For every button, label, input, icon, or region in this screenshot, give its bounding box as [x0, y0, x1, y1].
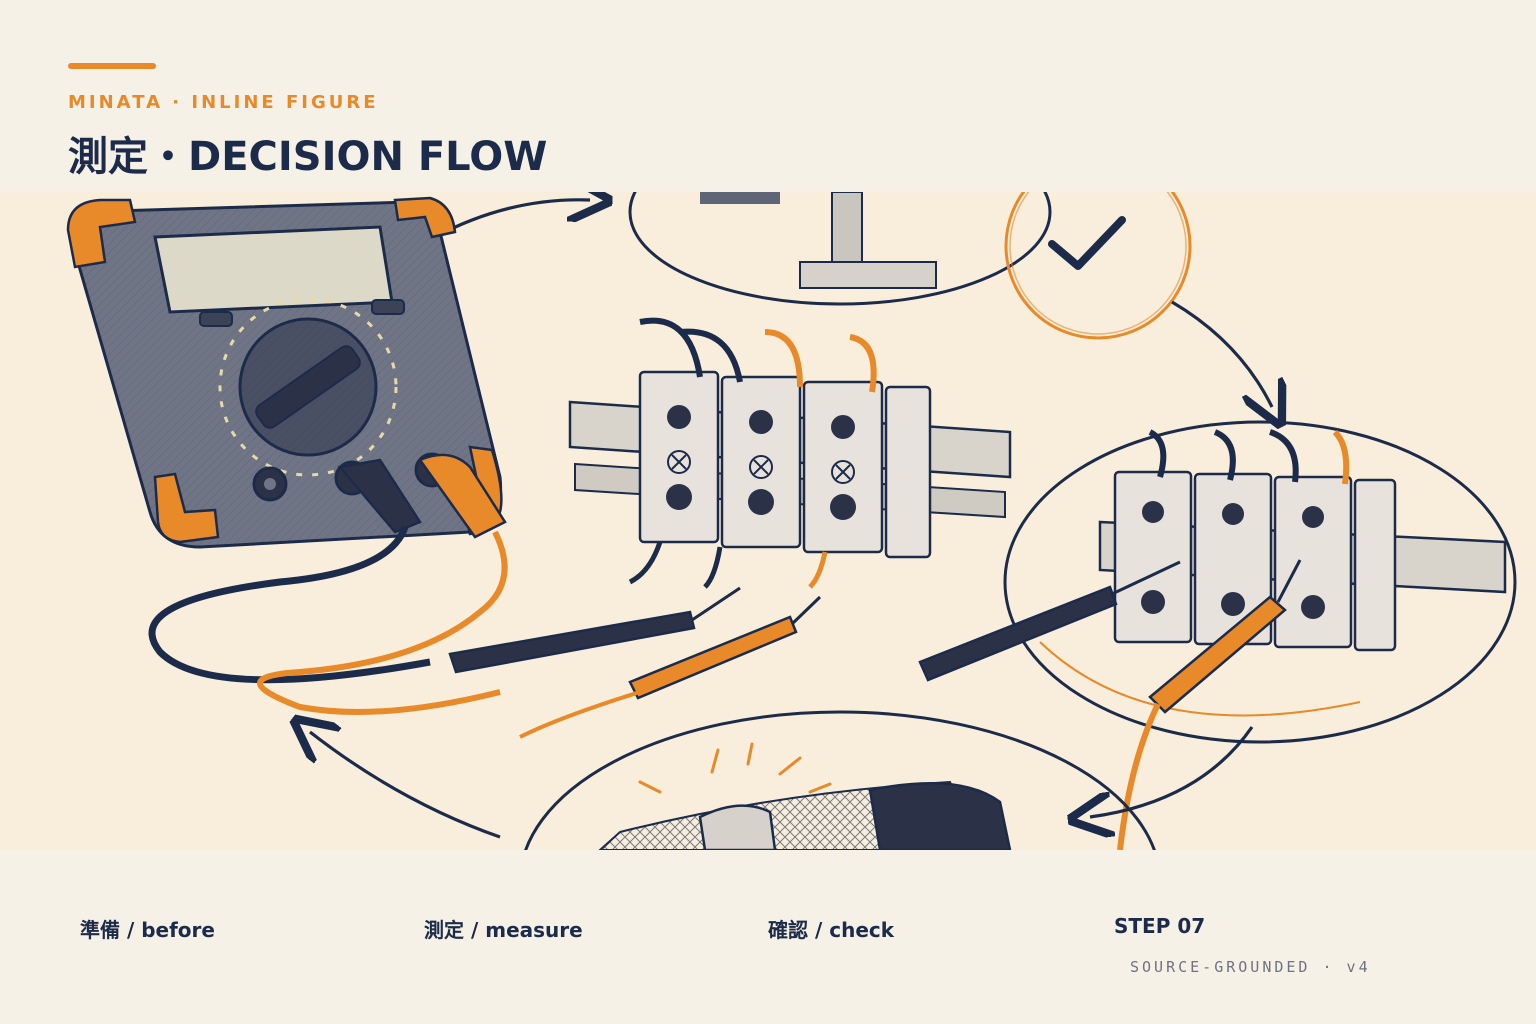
- eyebrow-label: MINATA · INLINE FIGURE: [68, 92, 379, 113]
- flow-arrow-icon: [1090, 726, 1254, 817]
- flow-arrow-icon: [1171, 300, 1272, 407]
- flow-arrow-icon: [434, 200, 590, 239]
- check-icon: [1004, 192, 1192, 340]
- top-vignette: [628, 192, 1052, 306]
- page-title: 測定・DECISION FLOW: [68, 134, 548, 180]
- terminal-block-icon: [568, 317, 1012, 589]
- step-number: STEP 07: [1114, 914, 1206, 938]
- step-label-check: 確認 / check: [768, 918, 895, 942]
- probe-lead-black: [148, 525, 431, 684]
- figure-illustration: [0, 192, 1536, 850]
- cable-icon: [524, 710, 1156, 850]
- probe-lead-orange: [257, 530, 508, 715]
- step-label-measure: 測定 / measure: [424, 918, 583, 942]
- right-vignette: [918, 420, 1517, 850]
- accent-bar: [68, 63, 156, 69]
- probe-icon: [448, 586, 822, 739]
- flow-arrow-icon: [310, 732, 501, 839]
- footer-meta: SOURCE-GROUNDED · v4: [1130, 958, 1371, 976]
- multimeter-icon: [66, 196, 507, 549]
- step-label-before: 準備 / before: [80, 918, 215, 942]
